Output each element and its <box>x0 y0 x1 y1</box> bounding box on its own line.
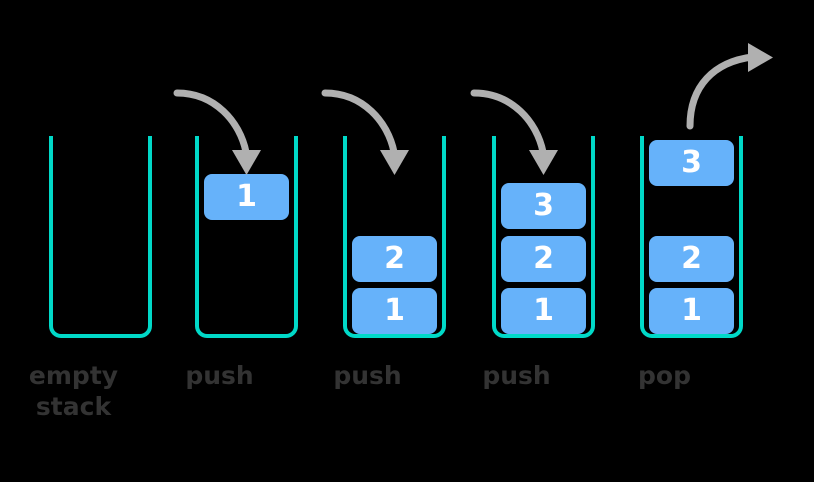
stack-label-push-1: push <box>185 361 254 390</box>
stack-box: 1 <box>649 288 734 334</box>
stack-container <box>195 136 298 338</box>
stack-box: 1 <box>501 288 586 334</box>
stack-label-pop-3: pop <box>638 361 691 390</box>
stack-column-empty-stack: empty stack <box>0 0 152 482</box>
stack-container <box>343 136 446 338</box>
stack-box: 1 <box>352 288 437 334</box>
stack-box: 3 <box>649 140 734 186</box>
stack-column-pop-3: 3 2 1 pop <box>591 0 743 482</box>
stack-column-push-1: 1 push <box>146 0 298 482</box>
stack-label-push-3: push <box>482 361 551 390</box>
stack-column-push-3: 3 2 1 push <box>443 0 595 482</box>
stack-box: 2 <box>649 236 734 282</box>
stack-container <box>640 136 743 338</box>
stack-box: 2 <box>501 236 586 282</box>
stack-column-push-2: 2 1 push <box>294 0 446 482</box>
stack-label-empty-stack: empty stack <box>28 361 119 422</box>
stack-container <box>492 136 595 338</box>
stack-container <box>49 136 152 338</box>
stack-box: 3 <box>501 183 586 229</box>
stack-label-push-2: push <box>333 361 402 390</box>
stack-box: 1 <box>204 174 289 220</box>
stack-box: 2 <box>352 236 437 282</box>
